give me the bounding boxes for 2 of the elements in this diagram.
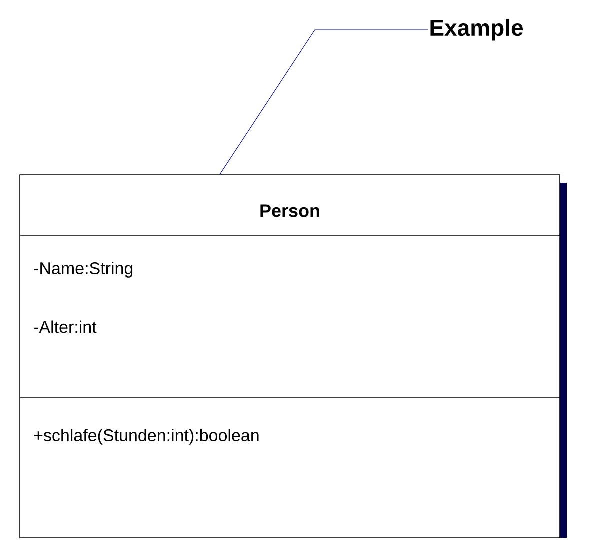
leader-line	[220, 30, 428, 175]
title-text: Example	[430, 19, 524, 41]
